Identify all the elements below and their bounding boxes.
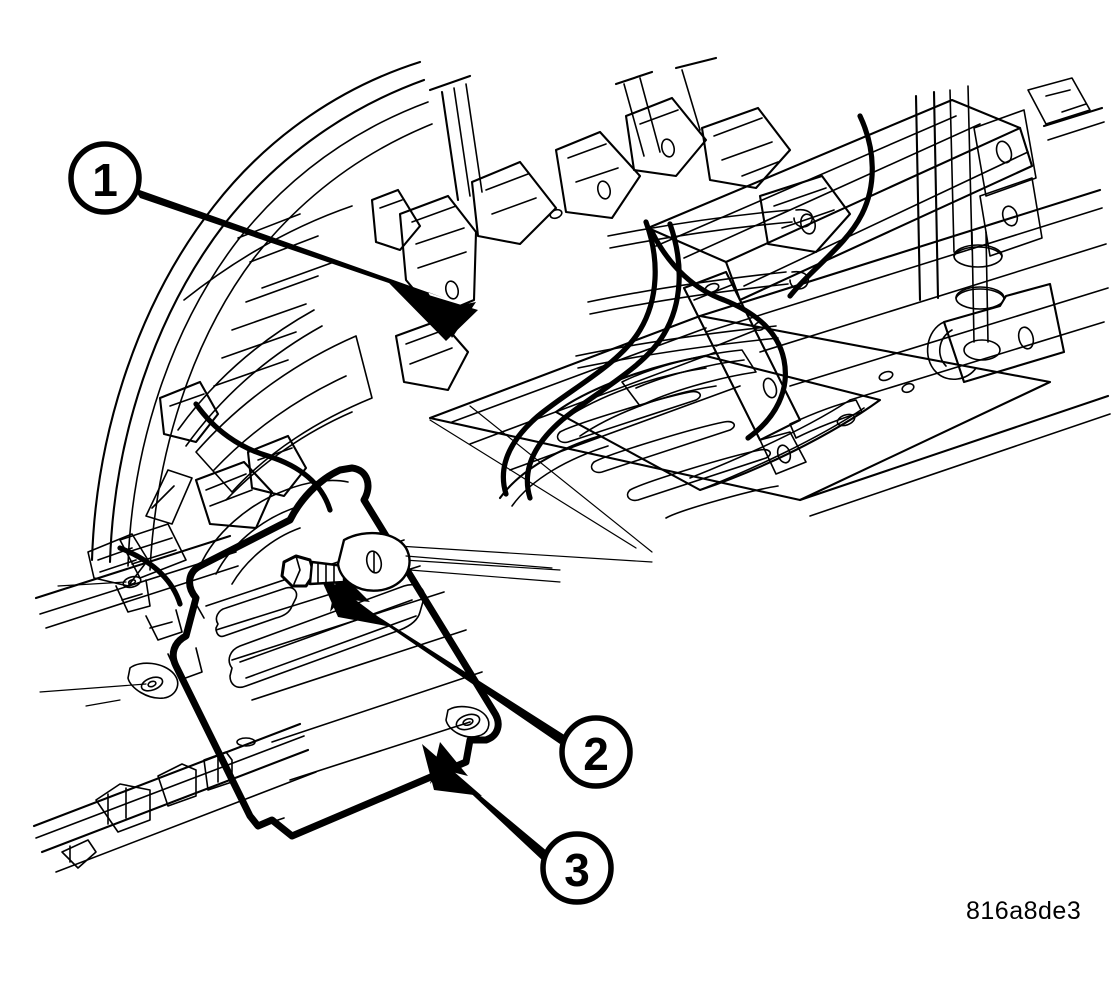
- wheel-arch-inner-panel: [90, 60, 433, 579]
- bolt-receiving-bracket: [336, 531, 561, 592]
- callout-1-leader-arrow: [134, 188, 476, 338]
- rear-floor-tub: [397, 349, 882, 571]
- rocker-sill-rail: [32, 534, 317, 873]
- heat-shield-mounting-bolt: [280, 554, 371, 588]
- figure-id-label: 816a8de3: [966, 897, 1082, 925]
- vehicle-underbody-artwork: [32, 56, 1111, 873]
- callout-1-group[interactable]: 1: [68, 141, 478, 341]
- callout-2-group[interactable]: 2: [318, 570, 633, 789]
- callout-3-leader-arrow: [430, 742, 548, 860]
- center-frame-bracketry: [370, 56, 852, 475]
- callout-1-number: 1: [92, 154, 118, 206]
- callout-2-number: 2: [583, 728, 609, 780]
- frame-floor-pan: [428, 77, 1111, 519]
- callout-3-circle[interactable]: [540, 831, 614, 905]
- callout-1-circle[interactable]: [68, 141, 142, 215]
- fuel-and-brake-lines: [117, 113, 875, 607]
- callout-3-number: 3: [564, 844, 590, 896]
- left-center-bracketry: [87, 380, 308, 681]
- callout-1-arrowhead: [389, 283, 478, 341]
- fastener-details: [549, 208, 915, 394]
- callout-2-leader-arrow: [330, 570, 566, 744]
- callout-3-group[interactable]: 3: [422, 742, 614, 905]
- callout-2-arrowhead: [318, 572, 392, 627]
- callout-3-arrowhead: [422, 744, 482, 796]
- callout-2-circle[interactable]: [559, 715, 633, 789]
